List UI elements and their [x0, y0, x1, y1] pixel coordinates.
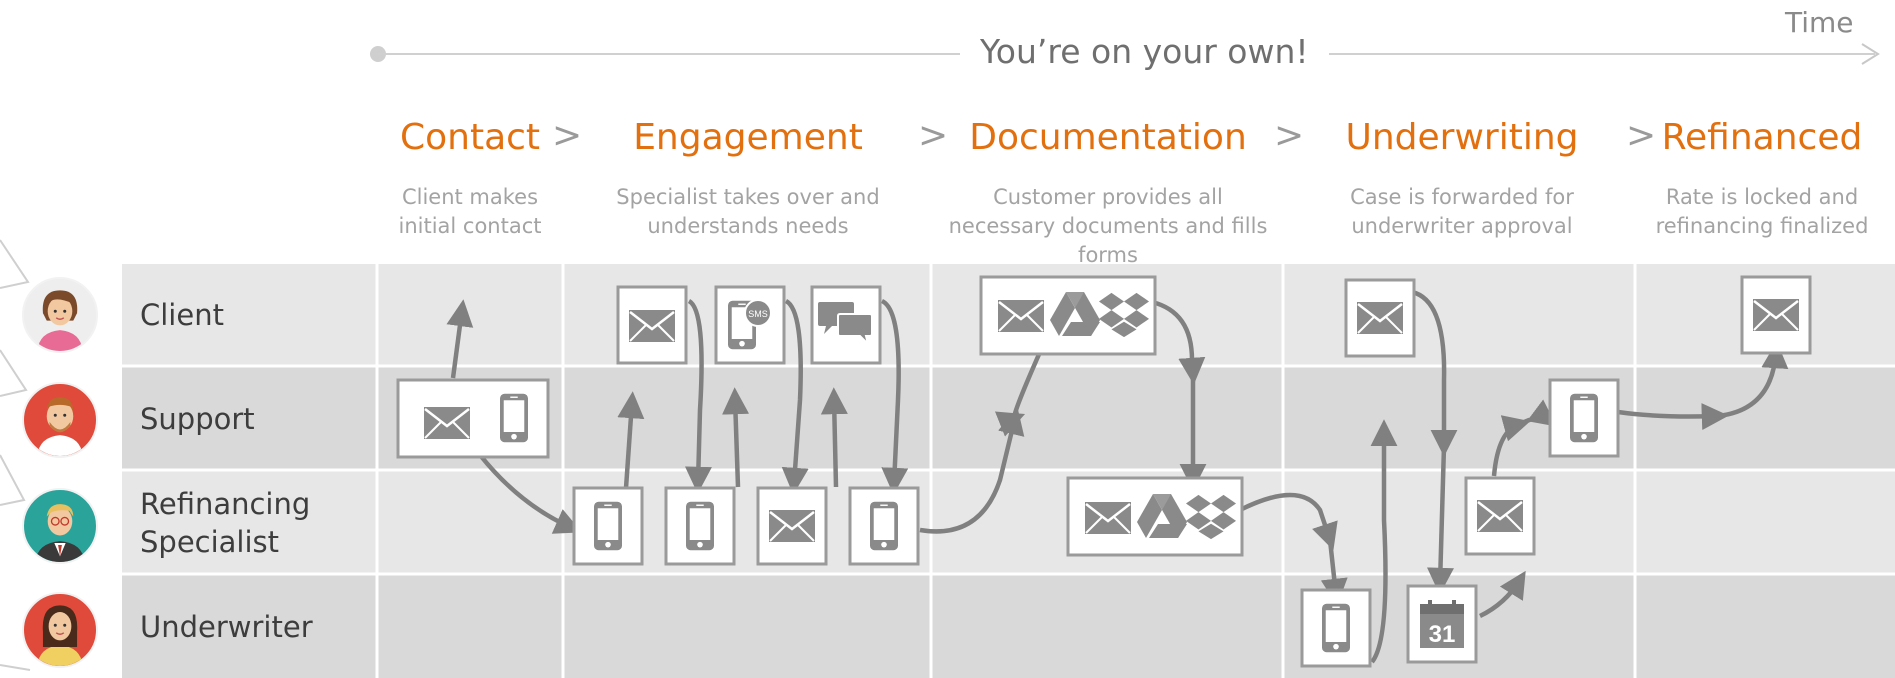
underwriter-avatar — [22, 592, 98, 668]
lane-specialist — [122, 470, 1895, 574]
phase-description-documentation: Customer provides all necessary document… — [948, 185, 1268, 267]
sms-badge-text: SMS — [748, 309, 768, 319]
phase-description-underwriting: Case is forwarded for underwriter approv… — [1350, 185, 1574, 238]
underwriting-client-mail-box — [1344, 278, 1416, 358]
phase-description-engagement: Specialist takes over and understands ne… — [616, 185, 880, 238]
engagement-client-sms-box: SMS — [714, 285, 786, 365]
time-label: Time — [1785, 6, 1854, 39]
engagement-specialist-phone-box-1 — [572, 486, 644, 566]
phase-separator: > — [552, 115, 583, 156]
underwriting-specialist-mail-box — [1464, 476, 1536, 556]
support-avatar — [22, 382, 98, 458]
calendar-day: 31 — [1429, 621, 1456, 648]
phase-title-contact: Contact — [399, 117, 541, 158]
phase-title-refinanced: Refinanced — [1661, 117, 1863, 158]
phase-title-documentation: Documentation — [969, 117, 1247, 158]
underwriting-underwriter-phone-box — [1300, 588, 1372, 668]
phase-separator: > — [918, 115, 949, 156]
client-avatar — [22, 277, 98, 353]
engagement-client-mail-box — [616, 285, 688, 365]
lane-label-client: Client — [140, 298, 224, 332]
specialist-avatar — [22, 488, 98, 564]
phase-title-engagement: Engagement — [633, 117, 863, 158]
documentation-specialist-box — [1066, 476, 1244, 557]
underwriting-underwriter-calendar-box: 31 — [1406, 584, 1478, 664]
documentation-client-box — [979, 275, 1157, 356]
avatar-pointer-lines — [0, 239, 31, 671]
engagement-specialist-phone-box-2 — [664, 486, 736, 566]
lane-label-support: Support — [140, 402, 255, 436]
refinanced-client-mail-box — [1740, 275, 1812, 355]
engagement-specialist-mail-box — [756, 486, 828, 566]
phase-title-underwriting: Underwriting — [1345, 117, 1579, 158]
lane-label-specialist: Refinancing Specialist — [140, 487, 311, 559]
phase-description-contact: Client makes initial contact — [398, 185, 542, 238]
underwriting-support-phone-box — [1548, 378, 1620, 458]
contact-support-box — [396, 378, 550, 459]
engagement-client-chat-box — [810, 285, 882, 365]
headline: You’re on your own! — [960, 32, 1329, 71]
calendar-icon: 31 — [1420, 600, 1464, 648]
lane-underwriter — [122, 574, 1895, 678]
engagement-specialist-phone-box-3 — [848, 486, 920, 566]
phase-description-refinanced: Rate is locked and refinancing finalized — [1655, 185, 1869, 238]
phase-separator: > — [1626, 115, 1657, 156]
lane-label-underwriter: Underwriter — [140, 610, 313, 644]
phase-separator: > — [1274, 115, 1305, 156]
